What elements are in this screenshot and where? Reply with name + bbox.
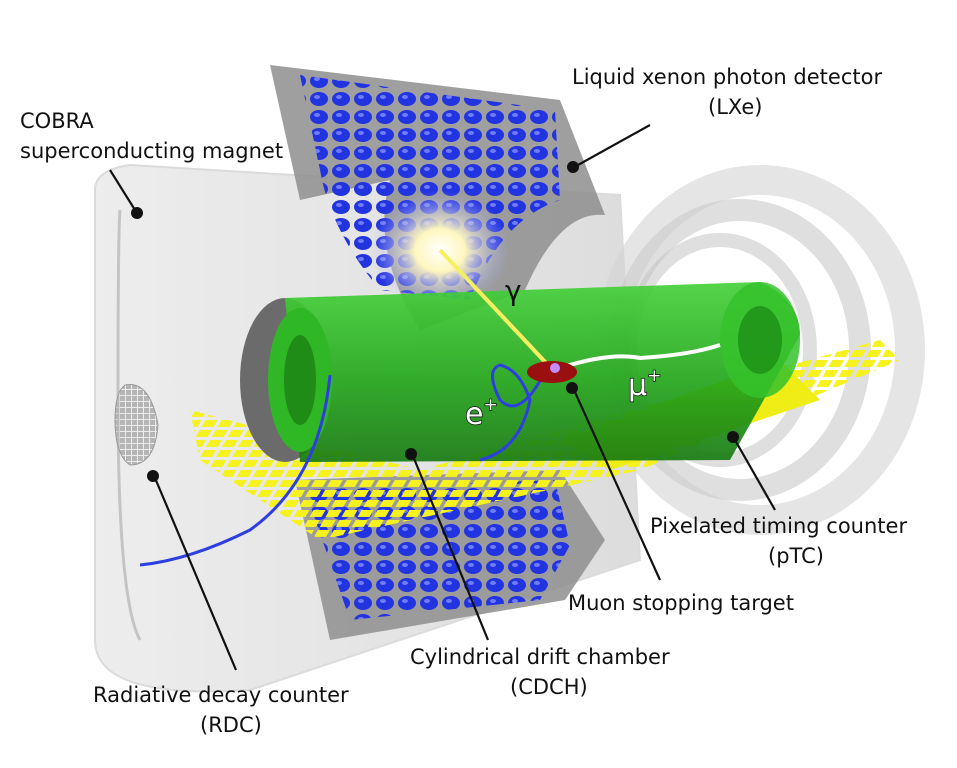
target-label: Muon stopping target <box>568 591 794 615</box>
gamma-track <box>438 248 550 367</box>
cdch-label-line1: Cylindrical drift chamber <box>410 645 670 669</box>
rdc-label-line2: (RDC) <box>200 713 262 737</box>
lxe-label-line2: (LXe) <box>708 95 762 119</box>
particle-tracks <box>139 248 721 567</box>
positron-sup: + <box>483 395 497 415</box>
cobra-label-line1: COBRA <box>20 109 94 133</box>
ptc-label-line2: (pTC) <box>768 544 824 568</box>
ptc-label-line1: Pixelated timing counter <box>650 514 907 538</box>
cobra-label-line2: superconducting magnet <box>20 139 283 163</box>
muon-sup: + <box>647 366 661 386</box>
cdch-label-line2: (CDCH) <box>510 675 588 699</box>
positron-base: e <box>465 397 483 432</box>
lxe-label-line1: Liquid xenon photon detector <box>572 65 882 89</box>
positron-symbol: e+ <box>465 395 498 432</box>
leader-lines <box>109 124 776 671</box>
positron-track-inner <box>479 363 547 462</box>
muon-base: μ <box>628 368 647 403</box>
muon-track <box>559 343 721 370</box>
gamma-symbol: γ <box>505 274 522 307</box>
decay-vertex <box>550 363 560 373</box>
muon-symbol: μ+ <box>628 366 661 403</box>
rdc-label-line1: Radiative decay counter <box>93 683 349 707</box>
positron-track-outer <box>139 374 332 567</box>
rdc-counter <box>114 384 159 466</box>
cdch-chamber <box>240 282 800 462</box>
